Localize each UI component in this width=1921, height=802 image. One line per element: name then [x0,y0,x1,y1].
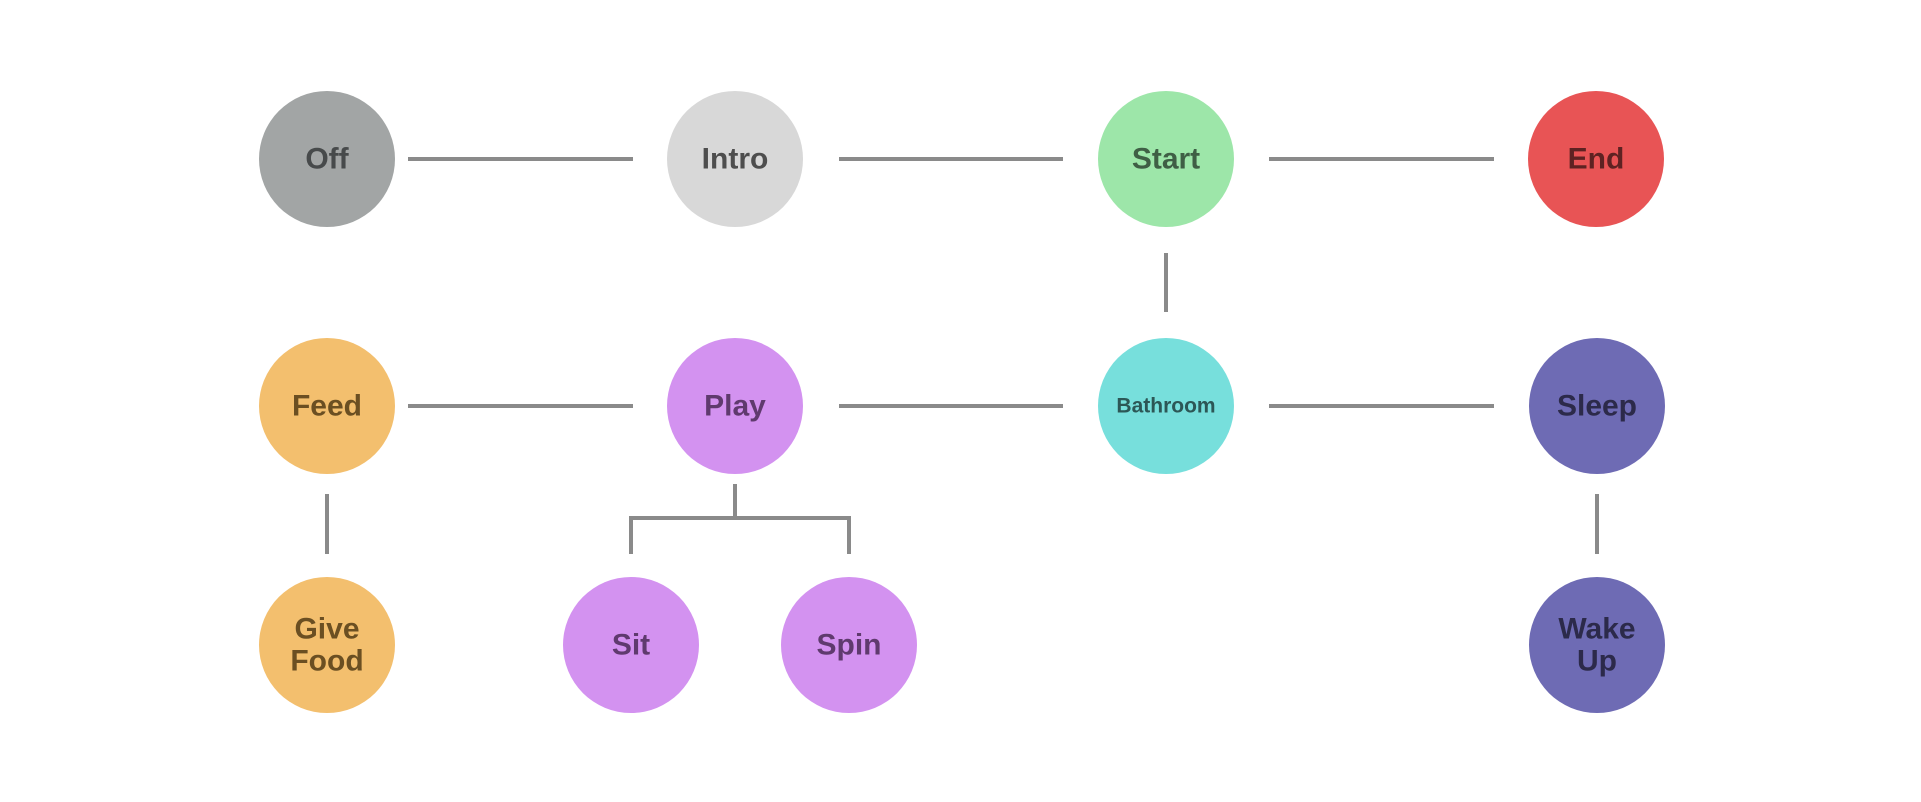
node-spin-label: Spin [817,629,882,662]
node-sit-label: Sit [612,629,650,662]
connectors [325,157,1599,554]
node-wake-up-circle [1529,577,1665,713]
connector-play-to-sit [629,484,737,554]
node-feed[interactable]: Feed [259,338,395,474]
node-off-label: Off [305,143,349,176]
node-sit[interactable]: Sit [563,577,699,713]
node-off-circle [259,91,395,227]
node-sleep-circle [1529,338,1665,474]
node-sit-circle [563,577,699,713]
node-wake-up-label: Wake [1558,613,1635,646]
node-spin[interactable]: Spin [781,577,917,713]
node-spin-circle [781,577,917,713]
node-bathroom[interactable]: Bathroom [1098,338,1234,474]
node-sleep-label: Sleep [1557,390,1637,423]
node-bathroom-label: Bathroom [1116,395,1215,418]
node-off[interactable]: Off [259,91,395,227]
node-intro-circle [667,91,803,227]
node-bathroom-circle [1098,338,1234,474]
node-play-circle [667,338,803,474]
node-start[interactable]: Start [1098,91,1234,227]
node-intro-label: Intro [702,143,769,176]
node-give-food-label: Food [290,645,363,678]
node-give-food-label: Give [294,613,359,646]
node-end-circle [1528,91,1664,227]
node-wake-up-label: Up [1577,645,1617,678]
node-feed-label: Feed [292,390,362,423]
node-start-circle [1098,91,1234,227]
connector-play-to-spin [733,516,851,554]
node-feed-circle [259,338,395,474]
node-end-label: End [1568,143,1625,176]
node-sleep[interactable]: Sleep [1529,338,1665,474]
node-play[interactable]: Play [667,338,803,474]
node-give-food-circle [259,577,395,713]
node-start-label: Start [1132,143,1200,176]
node-end[interactable]: End [1528,91,1664,227]
node-intro[interactable]: Intro [667,91,803,227]
node-play-label: Play [704,390,766,423]
